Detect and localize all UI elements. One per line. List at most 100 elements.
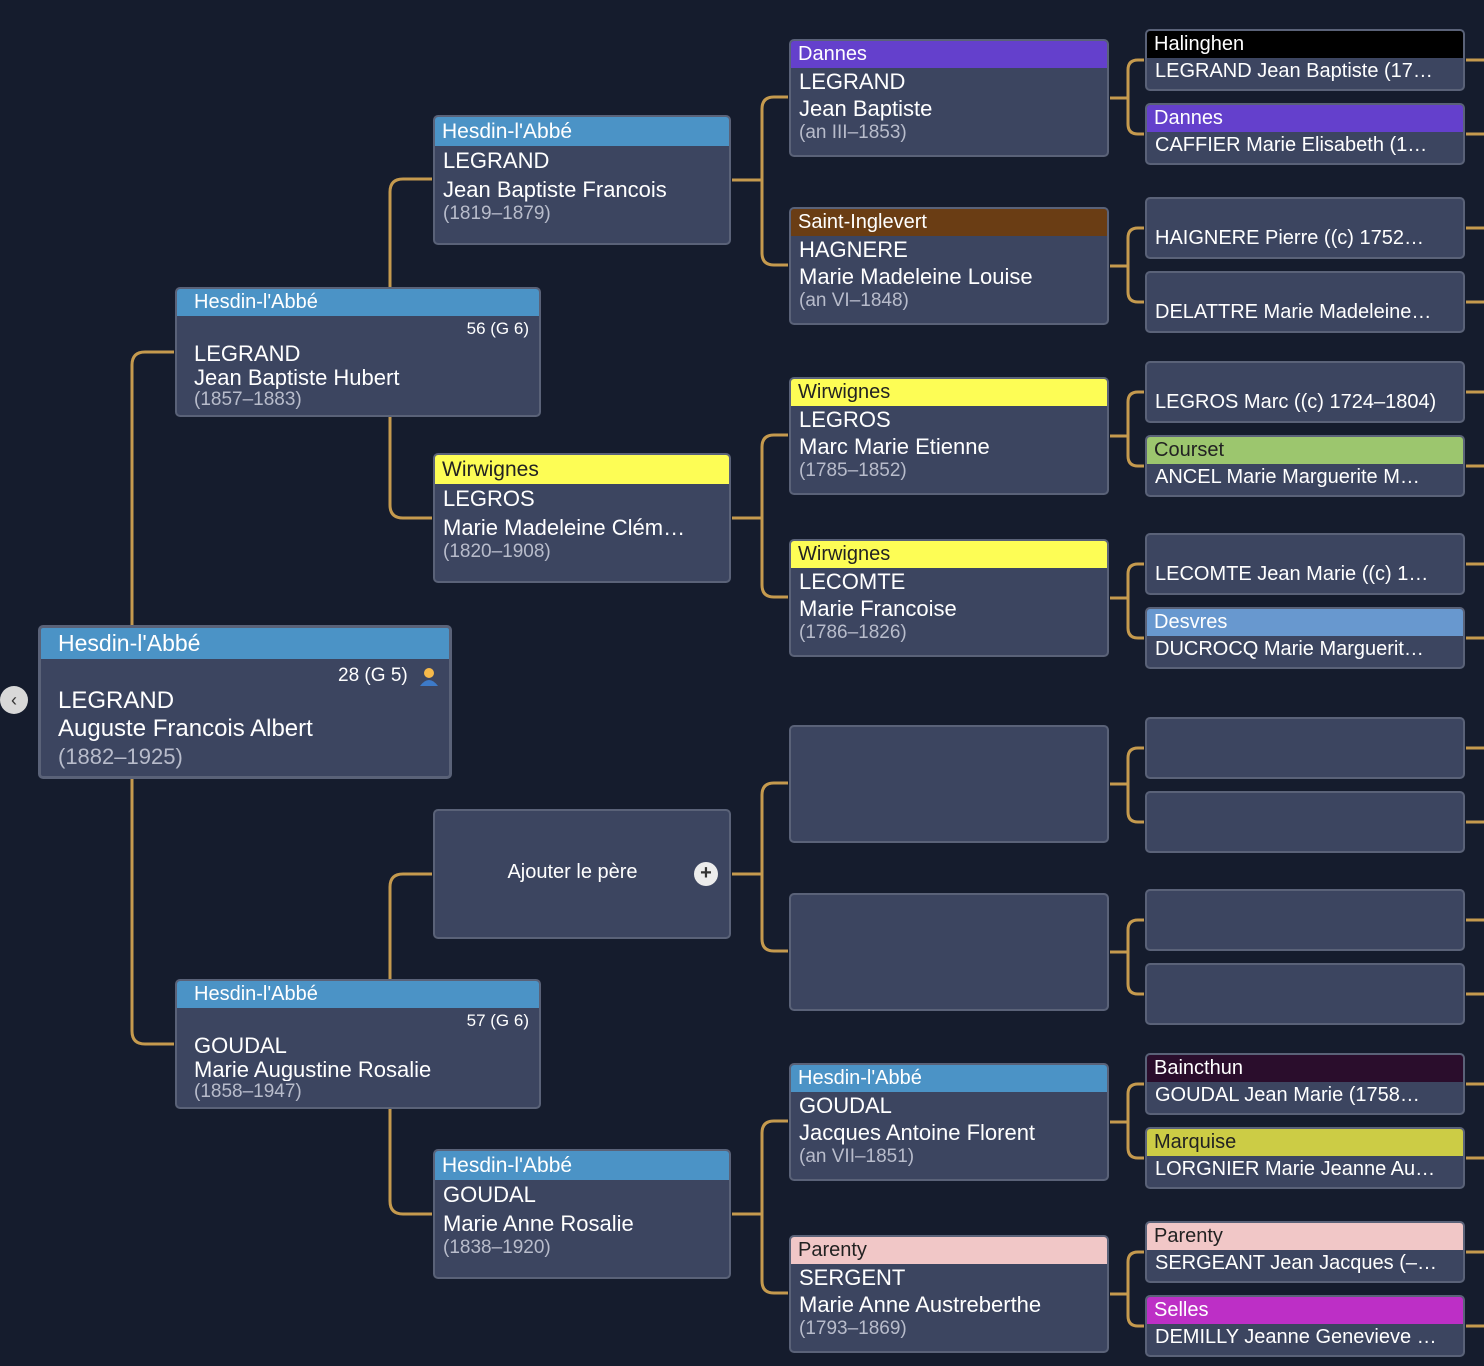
great-grandparent-dates: (1786–1826)	[799, 622, 907, 643]
great-grandparent-surname: LECOMTE	[799, 569, 906, 594]
ancestor-name: CAFFIER Marie Elisabeth (1…	[1155, 134, 1428, 156]
great-grandparent-card-4[interactable]: Wirwignes LECOMTE Marie Francoise (1786–…	[789, 539, 1109, 657]
father-sosa-label: 56 (G 6)	[466, 319, 529, 338]
great-grandparent-place-label: Wirwignes	[791, 379, 1107, 406]
great-grandparent-place-label: Parenty	[791, 1237, 1107, 1264]
connector-line	[760, 781, 788, 953]
great-grandparent-dates: (1793–1869)	[799, 1318, 907, 1339]
connector-line	[1126, 746, 1144, 824]
root-place-label: Hesdin-l'Abbé	[41, 628, 449, 659]
great-grandparent-place-label: Dannes	[791, 41, 1107, 68]
mother-surname: GOUDAL	[194, 1033, 287, 1058]
ancestor-card-g4-3[interactable]: HAIGNERE Pierre ((c) 1752…	[1145, 197, 1465, 259]
grandparent-card-mm[interactable]: Hesdin-l'Abbé GOUDAL Marie Anne Rosalie …	[433, 1149, 731, 1279]
connector-line	[760, 1119, 788, 1295]
grandparent-place-label: Hesdin-l'Abbé	[435, 1151, 729, 1180]
great-grandparent-place-label: Saint-Inglevert	[791, 209, 1107, 236]
great-grandparent-card-7[interactable]: Hesdin-l'Abbé GOUDAL Jacques Antoine Flo…	[789, 1063, 1109, 1181]
great-grandparent-place-label: Wirwignes	[791, 541, 1107, 568]
person-icon	[420, 667, 438, 686]
ancestor-card-g4-7[interactable]: LECOMTE Jean Marie ((c) 1…	[1145, 533, 1465, 595]
mother-given-name: Marie Augustine Rosalie	[194, 1059, 432, 1081]
ancestor-card-g4-4[interactable]: DELATTRE Marie Madeleine…	[1145, 271, 1465, 333]
great-grandparent-card-8[interactable]: Parenty SERGENT Marie Anne Austreberthe …	[789, 1235, 1109, 1353]
ancestor-card-g4-empty-11[interactable]	[1145, 889, 1465, 951]
great-grandparent-card-3[interactable]: Wirwignes LEGROS Marc Marie Etienne (178…	[789, 377, 1109, 495]
add-father-label: Ajouter le père	[507, 861, 638, 883]
great-grandparent-dates: (an VII–1851)	[799, 1146, 915, 1167]
great-grandparent-surname: HAGNERE	[799, 237, 908, 262]
ancestor-place-label: Marquise	[1147, 1129, 1463, 1156]
ancestor-place-label: Selles	[1147, 1297, 1463, 1324]
grandparent-given-name: Marie Anne Rosalie	[443, 1211, 634, 1236]
connector-line	[1126, 1250, 1144, 1328]
ancestor-card-g4-6[interactable]: Courset ANCEL Marie Marguerite M…	[1145, 435, 1465, 497]
ancestor-card-g4-8[interactable]: Desvres DUCROCQ Marie Marguerit…	[1145, 607, 1465, 669]
grandparent-card-fm[interactable]: Wirwignes LEGROS Marie Madeleine Clém… (…	[433, 453, 731, 583]
connector-line	[760, 433, 788, 599]
ancestor-card-g4-16[interactable]: Selles DEMILLY Jeanne Genevieve …	[1145, 1295, 1465, 1357]
connector-line	[1126, 918, 1144, 996]
connector-line	[760, 95, 788, 267]
connector-line	[1126, 390, 1144, 468]
great-grandparent-given-name: Marie Anne Austreberthe	[799, 1292, 1042, 1317]
chevron-left-icon[interactable]: ‹	[0, 686, 28, 714]
father-given-name: Jean Baptiste Hubert	[194, 367, 400, 389]
ancestor-card-g4-empty-9[interactable]	[1145, 717, 1465, 779]
grandparent-card-ff[interactable]: Hesdin-l'Abbé LEGRAND Jean Baptiste Fran…	[433, 115, 731, 245]
great-grandparent-card-1[interactable]: Dannes LEGRAND Jean Baptiste (an III–185…	[789, 39, 1109, 157]
grandparent-surname: GOUDAL	[443, 1182, 536, 1207]
grandparent-dates: (1819–1879)	[443, 203, 551, 224]
root-person-card[interactable]: Hesdin-l'Abbé 28 (G 5) LEGRAND Auguste F…	[38, 625, 452, 779]
mother-card[interactable]: Hesdin-l'Abbé 57 (G 6) GOUDAL Marie Augu…	[175, 979, 541, 1109]
ancestor-place-label: Baincthun	[1147, 1055, 1463, 1082]
ancestor-card-g4-5[interactable]: LEGROS Marc ((c) 1724–1804)	[1145, 361, 1465, 423]
ancestor-name: DUCROCQ Marie Marguerit…	[1155, 638, 1424, 660]
connector-line	[130, 779, 174, 1046]
ancestor-place-label: Desvres	[1147, 609, 1463, 636]
root-surname: LEGRAND	[58, 687, 175, 714]
father-dates: (1857–1883)	[194, 389, 302, 410]
ancestor-card-g4-15[interactable]: Parenty SERGEANT Jean Jacques (–…	[1145, 1221, 1465, 1283]
ancestor-name: LEGRAND Jean Baptiste (17…	[1155, 60, 1433, 82]
father-surname: LEGRAND	[194, 341, 301, 366]
great-grandparent-card-empty-6[interactable]	[789, 893, 1109, 1011]
connector-line	[388, 1109, 432, 1216]
root-sosa-badge: 28 (G 5)	[338, 665, 439, 687]
ancestor-name: HAIGNERE Pierre ((c) 1752…	[1155, 227, 1424, 249]
ancestor-card-g4-13[interactable]: Baincthun GOUDAL Jean Marie (1758…	[1145, 1053, 1465, 1115]
great-grandparent-dates: (an VI–1848)	[799, 290, 909, 311]
connector-line	[1126, 1082, 1144, 1160]
great-grandparent-given-name: Jacques Antoine Florent	[799, 1120, 1036, 1145]
great-grandparent-card-2[interactable]: Saint-Inglevert HAGNERE Marie Madeleine …	[789, 207, 1109, 325]
grandparent-dates: (1820–1908)	[443, 541, 551, 562]
ancestor-card-g4-14[interactable]: Marquise LORGNIER Marie Jeanne Au…	[1145, 1127, 1465, 1189]
great-grandparent-card-empty-5[interactable]	[789, 725, 1109, 843]
great-grandparent-surname: SERGENT	[799, 1265, 906, 1290]
add-father-card[interactable]: Ajouter le père +	[433, 809, 731, 939]
connector-line	[1126, 58, 1144, 136]
father-card[interactable]: Hesdin-l'Abbé 56 (G 6) LEGRAND Jean Bapt…	[175, 287, 541, 417]
connector-line	[1126, 226, 1144, 304]
ancestor-name: LECOMTE Jean Marie ((c) 1…	[1155, 563, 1429, 585]
great-grandparent-given-name: Marc Marie Etienne	[799, 434, 990, 459]
great-grandparent-given-name: Marie Francoise	[799, 596, 957, 621]
ancestor-place-label: Courset	[1147, 437, 1463, 464]
ancestor-place-label: Halinghen	[1147, 31, 1463, 58]
grandparent-given-name: Jean Baptiste Francois	[443, 177, 667, 202]
father-place-label: Hesdin-l'Abbé	[177, 289, 539, 316]
ancestor-card-g4-2[interactable]: Dannes CAFFIER Marie Elisabeth (1…	[1145, 103, 1465, 165]
add-person-icon[interactable]: +	[694, 862, 718, 886]
ancestor-name: ANCEL Marie Marguerite M…	[1155, 466, 1420, 488]
ancestor-card-g4-empty-12[interactable]	[1145, 963, 1465, 1025]
great-grandparent-surname: LEGROS	[799, 407, 891, 432]
root-sosa-label: 28 (G 5)	[338, 665, 408, 686]
ancestor-name: GOUDAL Jean Marie (1758…	[1155, 1084, 1420, 1106]
ancestor-card-g4-empty-10[interactable]	[1145, 791, 1465, 853]
great-grandparent-place-label: Hesdin-l'Abbé	[791, 1065, 1107, 1092]
ancestor-name: LORGNIER Marie Jeanne Au…	[1155, 1158, 1436, 1180]
grandparent-place-label: Hesdin-l'Abbé	[435, 117, 729, 146]
ancestor-card-g4-1[interactable]: Halinghen LEGRAND Jean Baptiste (17…	[1145, 29, 1465, 91]
great-grandparent-surname: GOUDAL	[799, 1093, 892, 1118]
grandparent-place-label: Wirwignes	[435, 455, 729, 484]
